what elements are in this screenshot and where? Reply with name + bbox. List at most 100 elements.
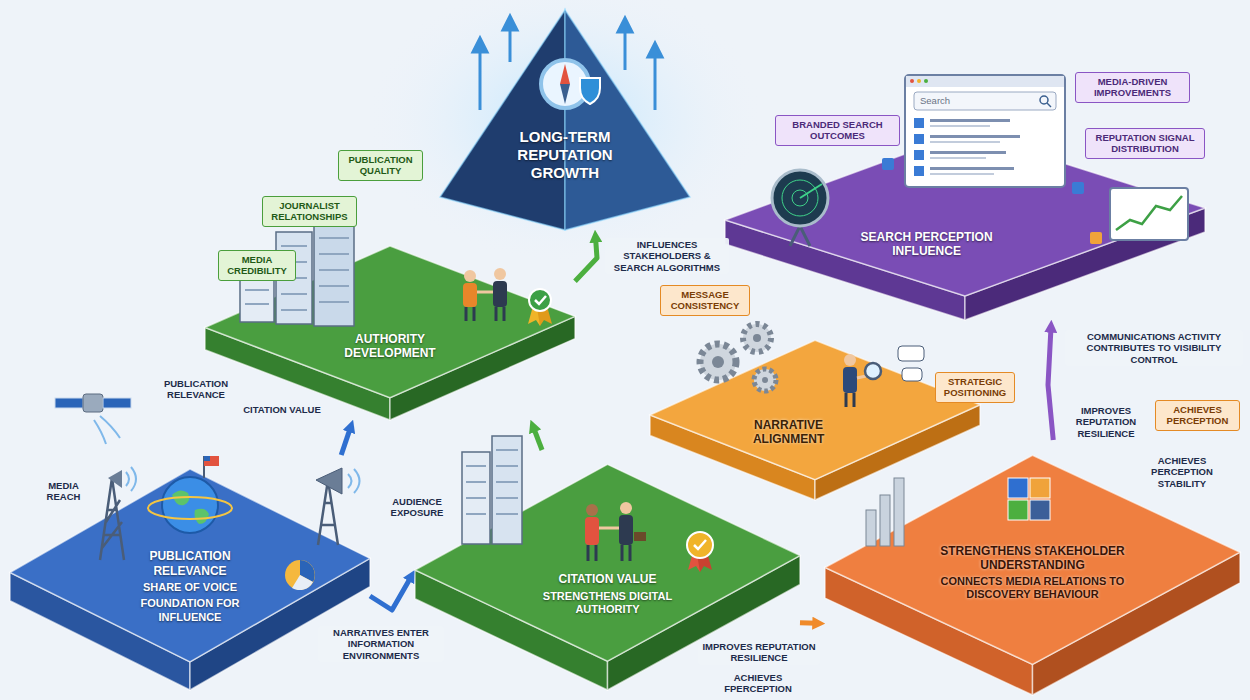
gear-icons [700, 344, 736, 380]
browser-window [930, 157, 986, 159]
browser-window [917, 79, 921, 83]
tag-text: ACHIEVES PERCEPTION [1162, 404, 1233, 427]
annotation-label: ACHIEVES PERCEPTION STABILITY [1128, 455, 1236, 489]
platform-face [440, 10, 565, 230]
tag-text: JOURNALIST RELATIONSHIPS [269, 200, 350, 223]
satellite-icon [94, 416, 120, 444]
annotation-label: CITATION VALUE [240, 404, 324, 415]
pie-chart [285, 560, 315, 590]
people-figures [477, 291, 493, 294]
satellite-icon [103, 398, 131, 408]
pyramid-peak: LONG-TERM REPUTATION GROWTH [440, 10, 690, 230]
text-column: LONG-TERM REPUTATION GROWTH [495, 128, 635, 182]
browser-window [914, 166, 924, 176]
text-column: NARRATIVE ALIGNMENT [729, 418, 848, 447]
award-badge [528, 289, 552, 326]
platform-face [205, 246, 575, 398]
rising-arrows [509, 28, 512, 62]
globe-icon [204, 456, 219, 466]
platform-heading: NARRATIVE ALIGNMENT [729, 418, 848, 447]
analyst-figure [865, 363, 881, 379]
tag-text: REPUTATION SIGNAL DISTRIBUTION [1092, 132, 1198, 155]
connector-arrow [800, 620, 818, 626]
people-figures [496, 307, 504, 321]
office-buildings [466, 450, 518, 514]
radar-dish [800, 184, 822, 198]
handshake-figures [599, 527, 619, 530]
office-buildings [240, 262, 274, 322]
connector-arrow [370, 577, 411, 610]
callout-tag: BRANDED SEARCH OUTCOMES [775, 115, 900, 146]
annotation-label: ACHIEVES FPERCEPTION [700, 672, 816, 695]
compass-icon [580, 78, 600, 104]
browser-window [906, 76, 1064, 87]
analyst-figure [843, 346, 924, 407]
globe-icon [204, 456, 210, 461]
browser-window [914, 118, 924, 128]
edge-label: NARRATIVES ENTER INFORMATION ENVIRONMENT… [318, 626, 444, 662]
pyramid-shape [440, 10, 690, 230]
connector-arrow [575, 237, 597, 281]
trend-window [1116, 196, 1182, 230]
annotation-label: PUBLICATION RELEVANCE [158, 378, 234, 401]
text-column: PUBLICATION RELEVANCESHARE OF VOICEFOUND… [118, 549, 262, 623]
compass-icon [541, 60, 600, 108]
office-buildings [314, 208, 354, 326]
compass-icon [560, 84, 570, 104]
people-figures [494, 268, 506, 280]
award-badge [529, 289, 551, 311]
gear-icons [754, 369, 776, 391]
tag-text: MESSAGE CONSISTENCY [667, 289, 743, 312]
people-figures [464, 270, 476, 282]
rising-arrows [654, 55, 657, 110]
platform: NARRATIVE ALIGNMENT [650, 330, 980, 500]
annotation-label: MEDIA REACH [36, 480, 91, 503]
rising-arrows [473, 38, 487, 52]
platform-face [825, 455, 1240, 664]
bar-chart [866, 510, 876, 546]
pie-chart [292, 575, 313, 590]
pie-chart [285, 560, 315, 590]
platform-shape [650, 330, 980, 500]
puzzle-icon [1008, 478, 1028, 498]
satellite-icon [55, 398, 83, 408]
puzzle-icon [1008, 478, 1050, 520]
award-badge [687, 532, 713, 558]
platform-heading: LONG-TERM REPUTATION GROWTH [495, 128, 635, 182]
handshake-figures [585, 517, 599, 545]
rising-arrows [624, 30, 627, 70]
edge-label: COMMUNICATIONS ACTIVITY CONTRIBUTES TO V… [1065, 330, 1243, 366]
handshake-figures [622, 545, 630, 561]
rising-arrows [503, 16, 517, 30]
analyst-figure [843, 367, 857, 393]
annotation-label: AUDIENCE EXPOSURE [378, 496, 456, 519]
peak-glow [365, 0, 765, 265]
broadcast-tower [108, 470, 122, 488]
callout-tag: REPUTATION SIGNAL DISTRIBUTION [1085, 128, 1205, 159]
gear-icons [743, 324, 771, 352]
globe-icon [162, 477, 218, 533]
like-icons [882, 158, 1102, 244]
like-icons [882, 158, 894, 170]
office-buildings [240, 208, 354, 326]
people-figures [466, 307, 474, 321]
callout-tag: JOURNALIST RELATIONSHIPS [262, 196, 357, 227]
annotation-label: IMPROVES REPUTATION RESILIENCE [1062, 405, 1150, 439]
text-column: SEARCH PERCEPTION INFLUENCE [845, 230, 1008, 259]
platform-text: STRENGTHENS DIGITAL AUTHORITY [538, 590, 677, 616]
callout-tag: MESSAGE CONSISTENCY [660, 285, 750, 316]
platform-text: CONNECTS MEDIA RELATIONS TO DISCOVERY BE… [937, 575, 1128, 601]
award-badge [687, 532, 713, 572]
puzzle-icon [1030, 500, 1050, 520]
gear-icons [700, 324, 776, 391]
platform-heading: CITATION VALUE [558, 572, 656, 586]
callout-tag: MEDIA-DRIVEN IMPROVEMENTS [1075, 72, 1190, 103]
platform-text: FOUNDATION FOR INFLUENCE [118, 597, 262, 623]
connector-arrow [533, 427, 542, 450]
gear-icons [753, 334, 761, 342]
broadcast-tower [100, 478, 124, 560]
rising-arrows [648, 43, 662, 57]
callout-tag: ACHIEVES PERCEPTION [1155, 400, 1240, 431]
gear-icons [762, 377, 768, 383]
